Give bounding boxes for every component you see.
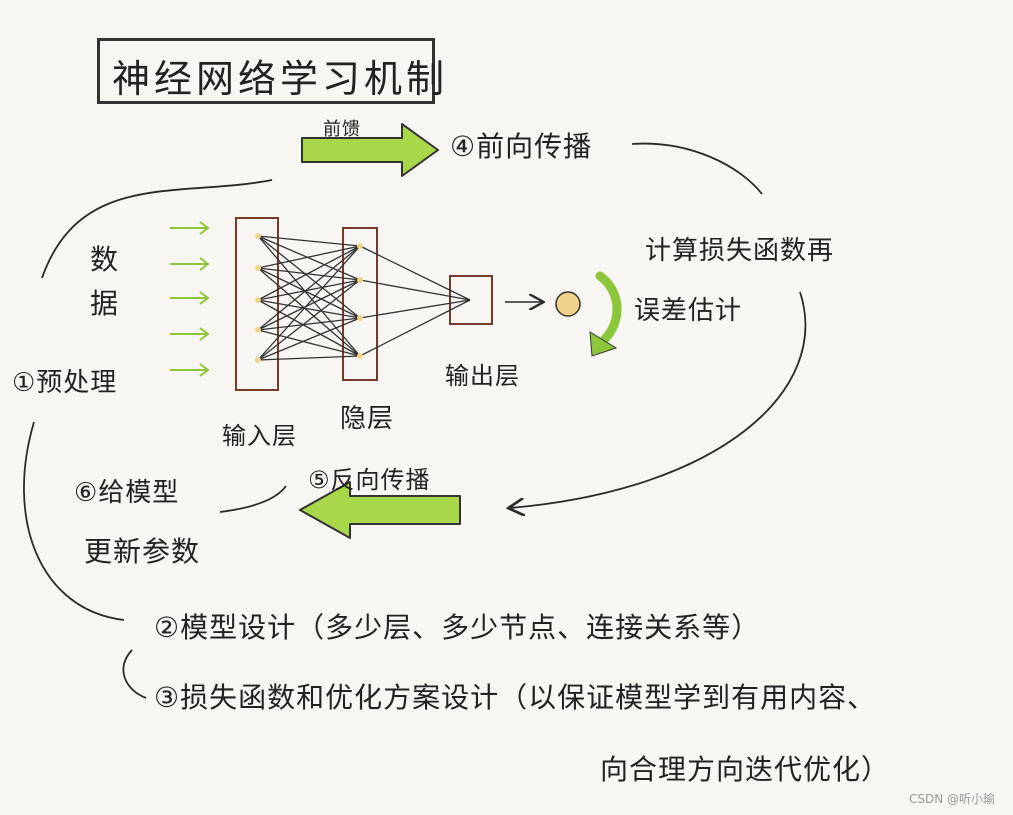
- preprocess-label: ①预处理: [12, 368, 118, 398]
- forward-arrow: [301, 123, 439, 177]
- model-design-label: ②模型设计（多少层、多少节点、连接关系等）: [154, 611, 761, 644]
- loop-bottom-bracket: [122, 649, 147, 699]
- update-stroke: [219, 485, 287, 513]
- input-layer-label: 输入层: [222, 422, 297, 450]
- compute-loss-label: 计算损失函数再: [645, 236, 835, 266]
- error-estimation-label: 误差估计: [634, 296, 743, 326]
- loss-optimization-line2: 向合理方向迭代优化）: [600, 753, 891, 786]
- feedforward-label: 前馈: [323, 119, 361, 140]
- input-layer-box: [235, 217, 279, 391]
- diagram-title: 神经网络学习机制: [112, 57, 449, 101]
- watermark: CSDN @听小瑜: [908, 792, 995, 806]
- update-params-line2: 更新参数: [84, 535, 201, 568]
- title-box: [97, 38, 435, 104]
- connections-input-hidden: [257, 235, 361, 361]
- output-node: [555, 291, 581, 317]
- loop-left: [23, 421, 125, 621]
- input-arrows: [170, 221, 210, 377]
- loop-right: [510, 291, 807, 508]
- input-nodes: [255, 233, 261, 363]
- data-label-char1: 数: [90, 243, 120, 276]
- forward-propagation-label: ④前向传播: [450, 130, 593, 163]
- data-label-char2: 据: [90, 287, 120, 320]
- loop-top-left: [41, 179, 273, 279]
- output-layer-label: 输出层: [445, 362, 520, 390]
- error-curve-arrow: [595, 271, 622, 345]
- connections-hidden-output: [359, 245, 471, 357]
- loop-top-right: [631, 142, 763, 195]
- loss-optimization-line1: ③损失函数和优化方案设计（以保证模型学到有用内容、: [154, 681, 877, 714]
- hidden-layer-label: 隐层: [340, 404, 395, 434]
- output-layer-box: [449, 275, 493, 325]
- update-params-line1: ⑥给模型: [74, 478, 180, 508]
- backpropagation-label: ⑤反向传播: [308, 466, 431, 494]
- backward-arrow: [299, 481, 461, 539]
- hidden-nodes: [357, 243, 363, 359]
